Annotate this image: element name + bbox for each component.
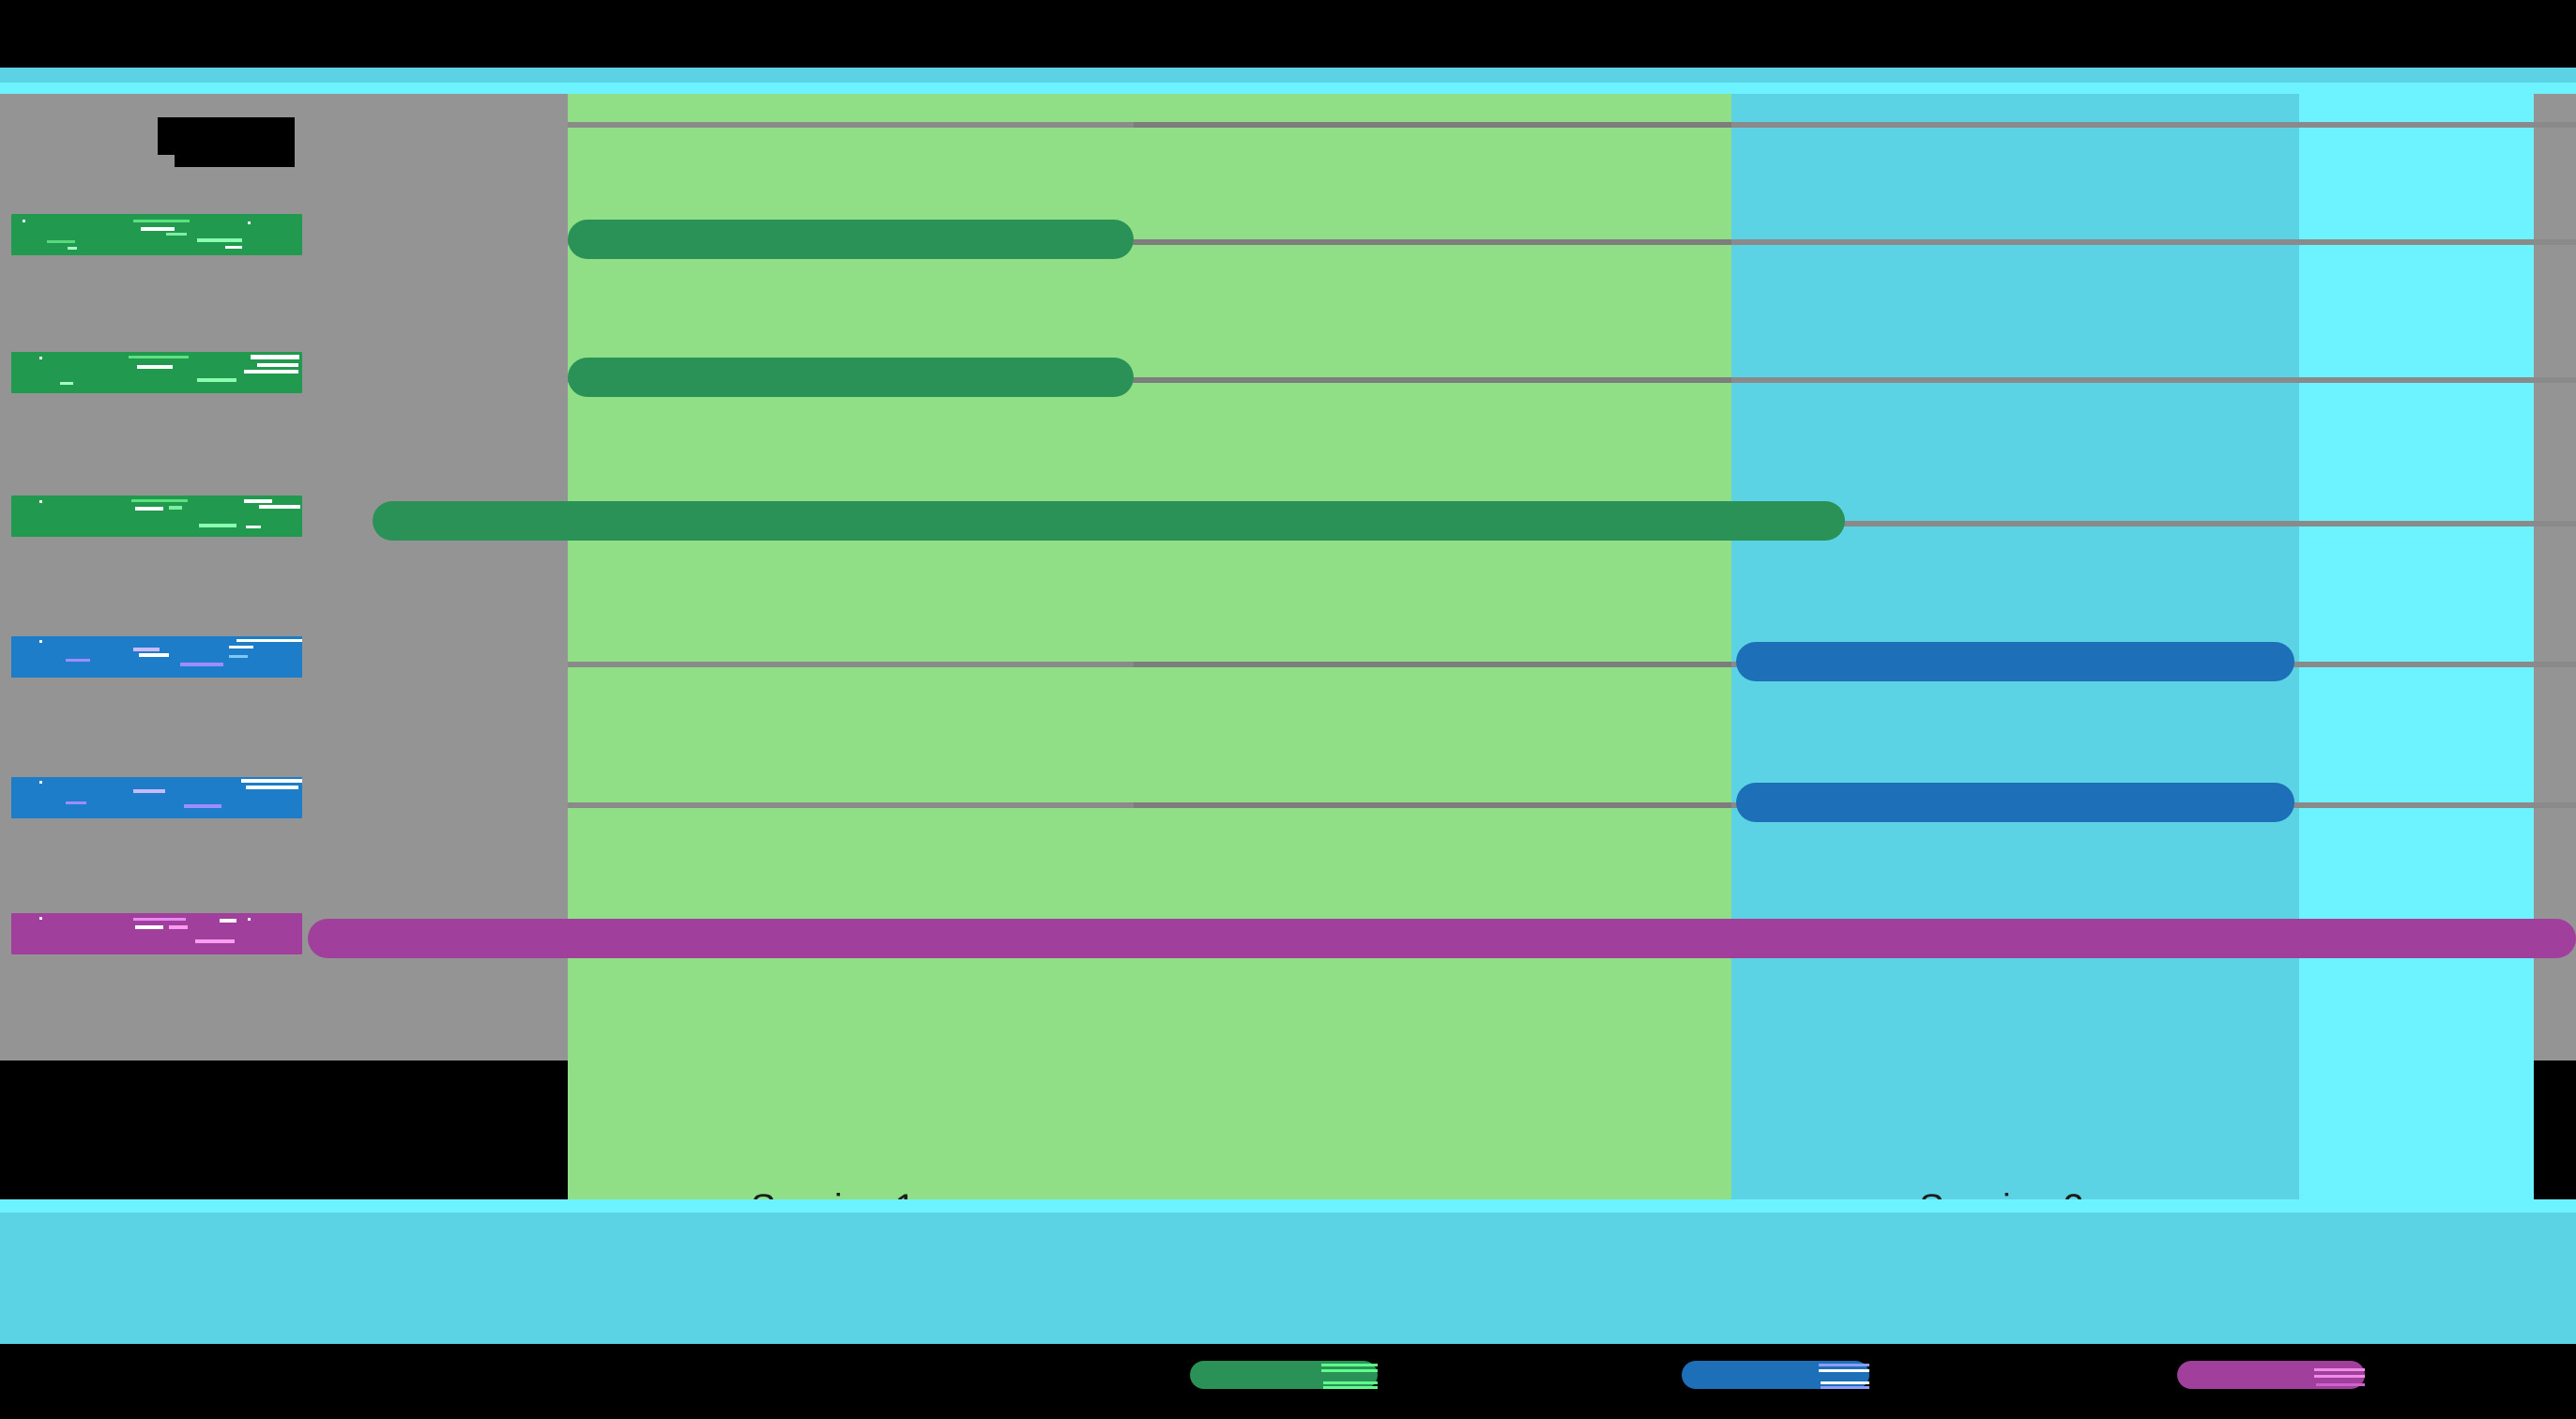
redaction-noise (11, 496, 302, 537)
plot-right-mask (2534, 94, 2576, 1060)
chart-legend (0, 1344, 2576, 1419)
redaction-noise (11, 636, 302, 678)
y-tick-label-a2 (11, 352, 302, 393)
y-tick-label-c1 (11, 913, 302, 954)
y-tick-label-a3 (11, 496, 302, 537)
legend-swatch-blue (1682, 1361, 1869, 1389)
gridline-segment-dark-4 (1134, 802, 1731, 808)
legend-item-blue[interactable] (1682, 1361, 1882, 1389)
task-bar-c1[interactable] (308, 919, 2576, 958)
task-bar-a2[interactable] (568, 358, 1134, 397)
legend-swatch-green (1190, 1361, 1378, 1389)
y-tick-label-b1 (11, 636, 302, 678)
chart-title-redacted (158, 117, 295, 155)
gridline-segment-dark-2 (1134, 377, 1731, 383)
session-band-3 (2299, 94, 2534, 1201)
chart-title-redacted-2 (175, 150, 295, 167)
bottom-strip-cyan-dark (0, 1213, 2576, 1344)
redaction-noise (11, 777, 302, 818)
bottom-strip-cyan-bright (0, 1199, 2576, 1213)
legend-item-green[interactable] (1190, 1361, 1391, 1389)
task-bar-a1[interactable] (568, 220, 1134, 259)
plot-area: Session 1 Session 2 (0, 94, 2576, 1228)
session-band-1 (568, 94, 1731, 1201)
task-bar-b2[interactable] (1736, 783, 2294, 822)
top-strip-cyan-bright (0, 83, 2576, 96)
redaction-noise (11, 352, 302, 393)
redaction-noise (1190, 1361, 1378, 1389)
y-tick-label-b2 (11, 777, 302, 818)
gridline-segment-dark-1 (1134, 239, 1731, 245)
redaction-noise (1682, 1361, 1869, 1389)
redaction-noise (11, 214, 302, 255)
redaction-noise (2177, 1361, 2365, 1389)
y-tick-label-a1 (11, 214, 302, 255)
redaction-noise (11, 913, 302, 954)
legend-item-magenta[interactable] (2177, 1361, 2378, 1389)
gridline-segment-dark-5 (1134, 122, 1731, 128)
legend-swatch-magenta (2177, 1361, 2365, 1389)
top-strip-cyan-dark (0, 68, 2576, 83)
task-bar-b1[interactable] (1736, 642, 2294, 681)
gridline-segment-dark-3 (1134, 662, 1731, 667)
task-bar-a3[interactable] (373, 501, 1845, 541)
